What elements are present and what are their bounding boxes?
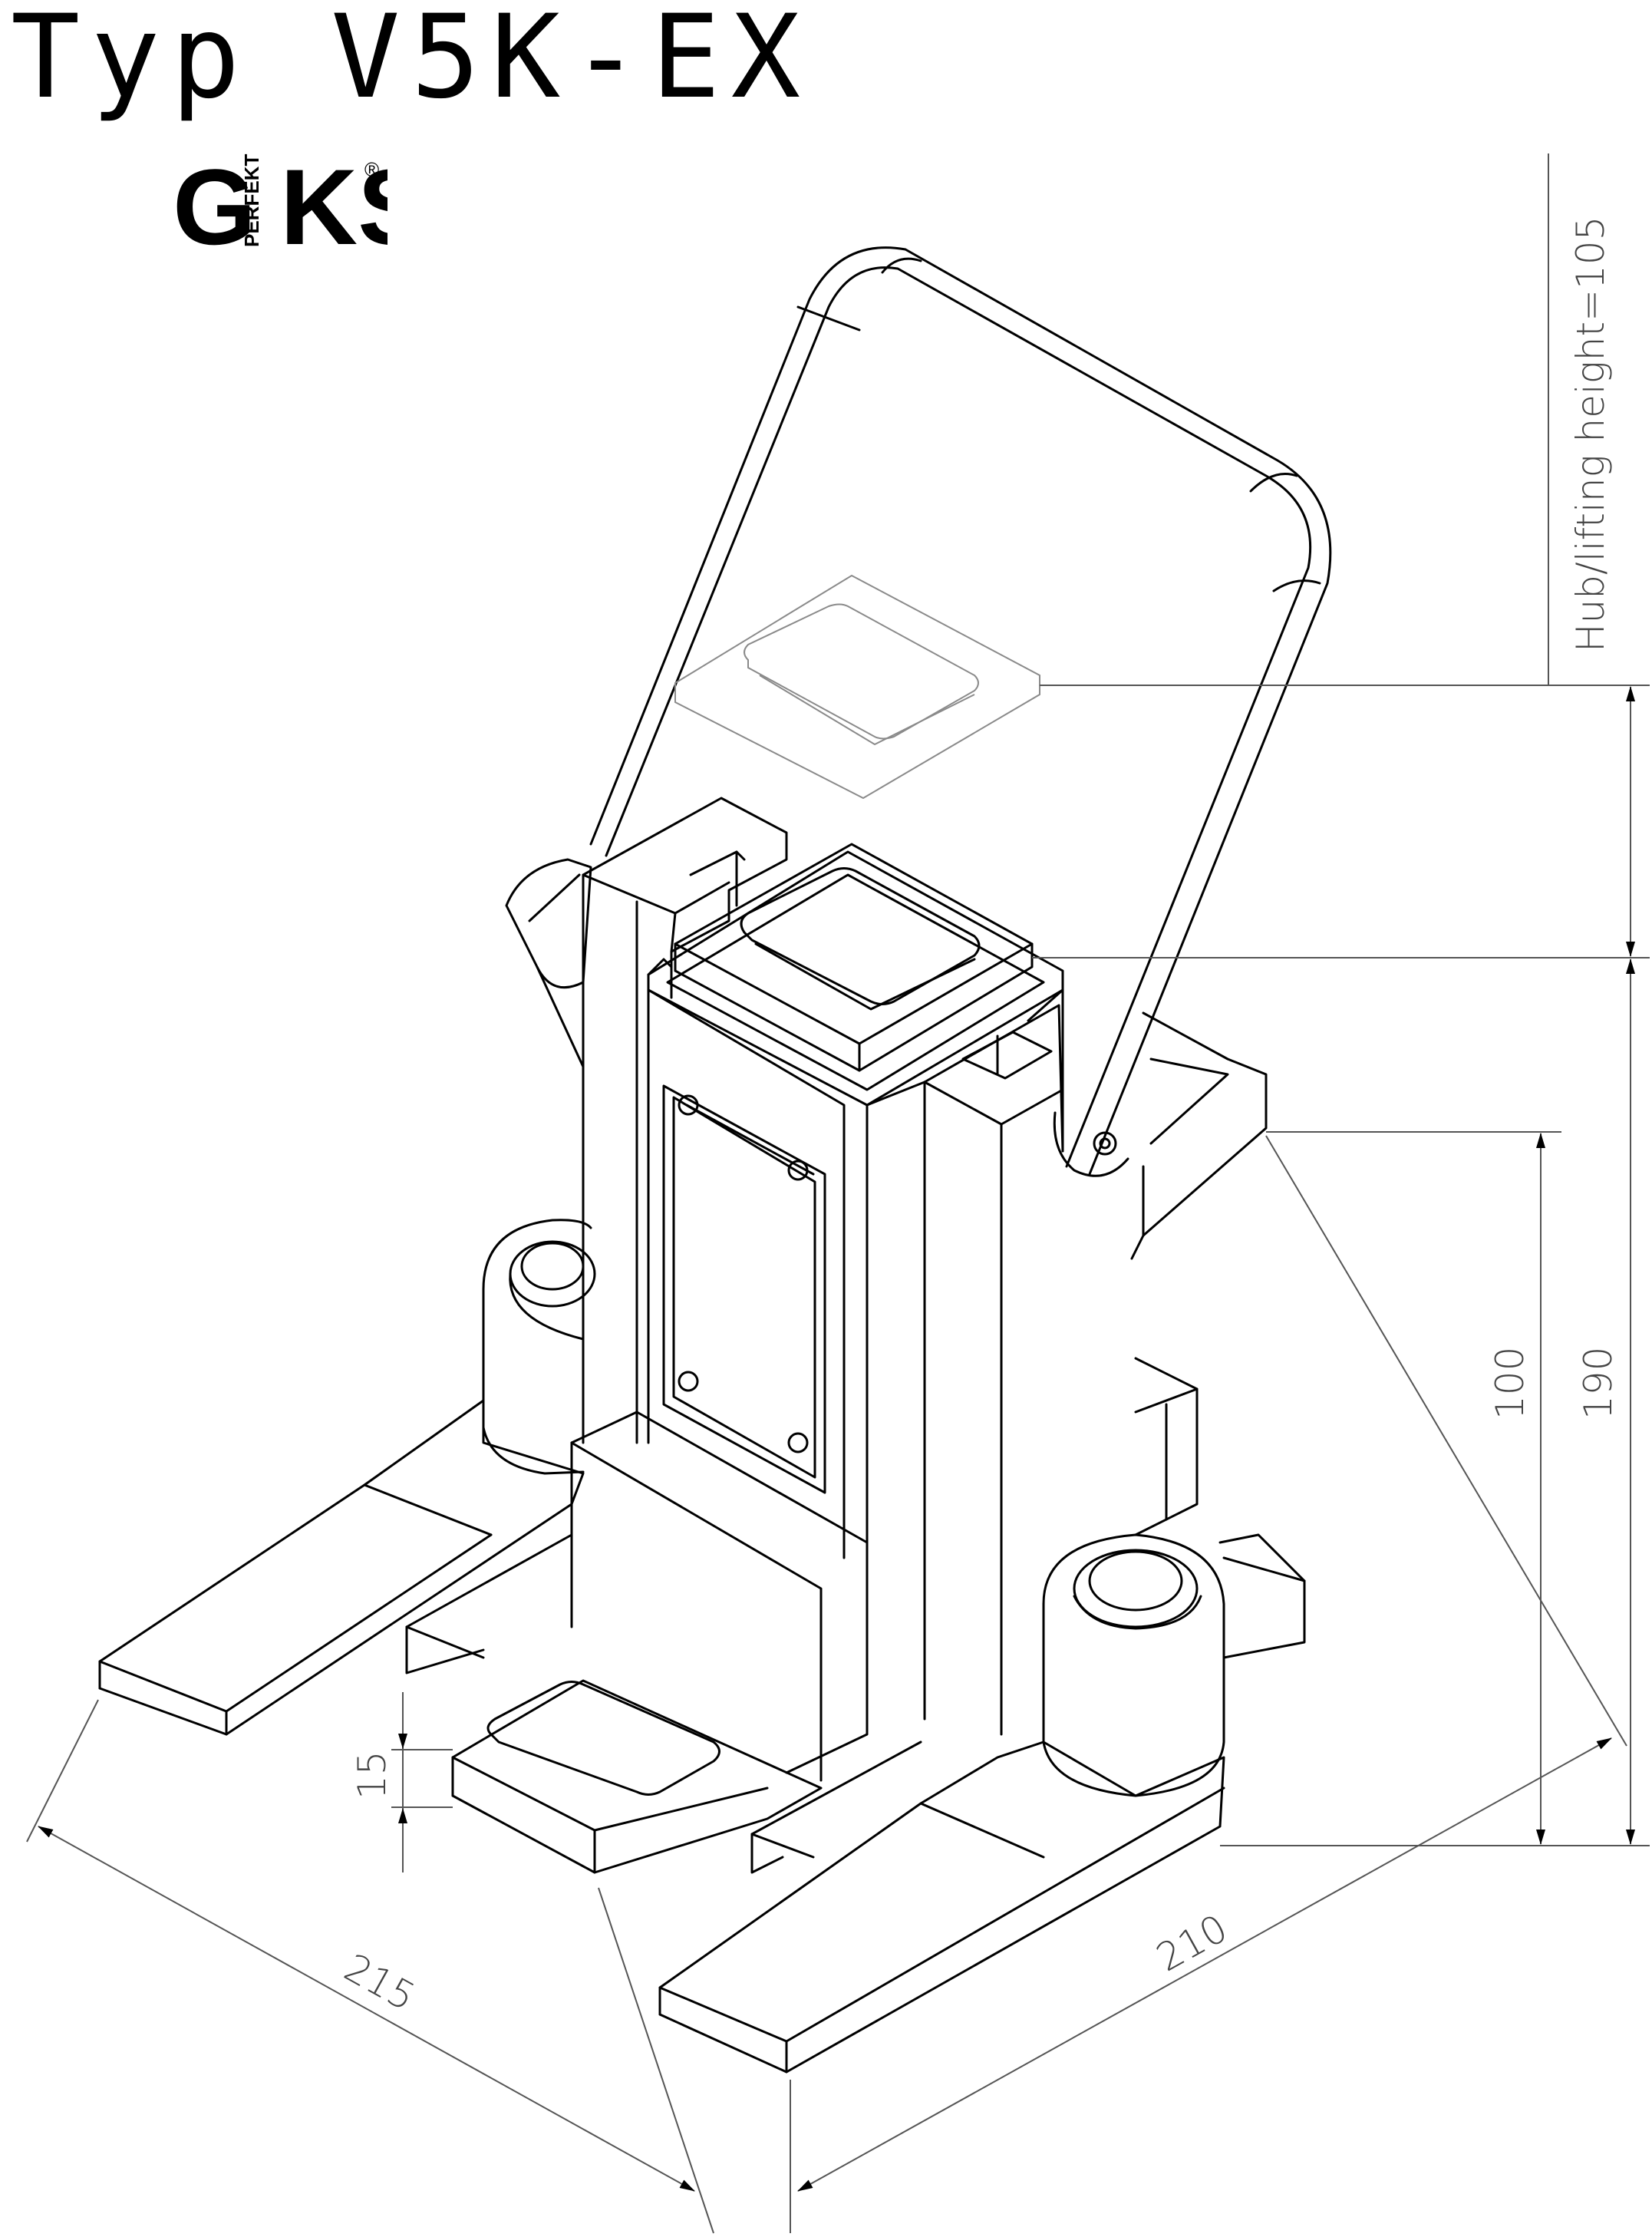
front-base-block <box>405 1410 869 1782</box>
front-panel <box>662 1084 826 1494</box>
dimension-lines <box>26 153 1650 2234</box>
cylinder-housing <box>647 850 1064 1559</box>
raised-lifting-plate-ghost <box>674 574 1040 800</box>
lifting-height-label: Hub/lifting height=105 <box>1568 216 1613 652</box>
logo-letters-ks: KS <box>280 153 387 261</box>
right-column <box>866 1004 1064 1736</box>
logo-letter-g: G <box>173 153 256 261</box>
page-title: Typ V5K-EX <box>11 0 812 124</box>
logo-registered: ® <box>364 158 379 181</box>
right-foot <box>658 1740 1225 2074</box>
dimension-210: 210 <box>1149 1905 1235 1980</box>
dimension-190: 190 <box>1576 1347 1621 1420</box>
lifting-plate <box>674 843 1034 1072</box>
right-upper-foot <box>1130 1011 1268 1536</box>
dimension-100: 100 <box>1488 1347 1532 1420</box>
gks-logo: G PERFEKT KS ® <box>173 153 387 261</box>
handle <box>589 246 1332 1177</box>
front-step <box>451 1679 823 1874</box>
left-foot <box>98 1399 585 1736</box>
logo-perfekt: PERFEKT <box>240 154 263 247</box>
dimension-215: 215 <box>337 1945 423 2020</box>
right-cylinder <box>1042 1533 1306 1797</box>
left-column <box>582 797 788 1444</box>
left-cylinder <box>482 1219 596 1475</box>
rear-swivel-knob <box>505 858 592 1068</box>
dimension-15: 15 <box>350 1750 394 1800</box>
